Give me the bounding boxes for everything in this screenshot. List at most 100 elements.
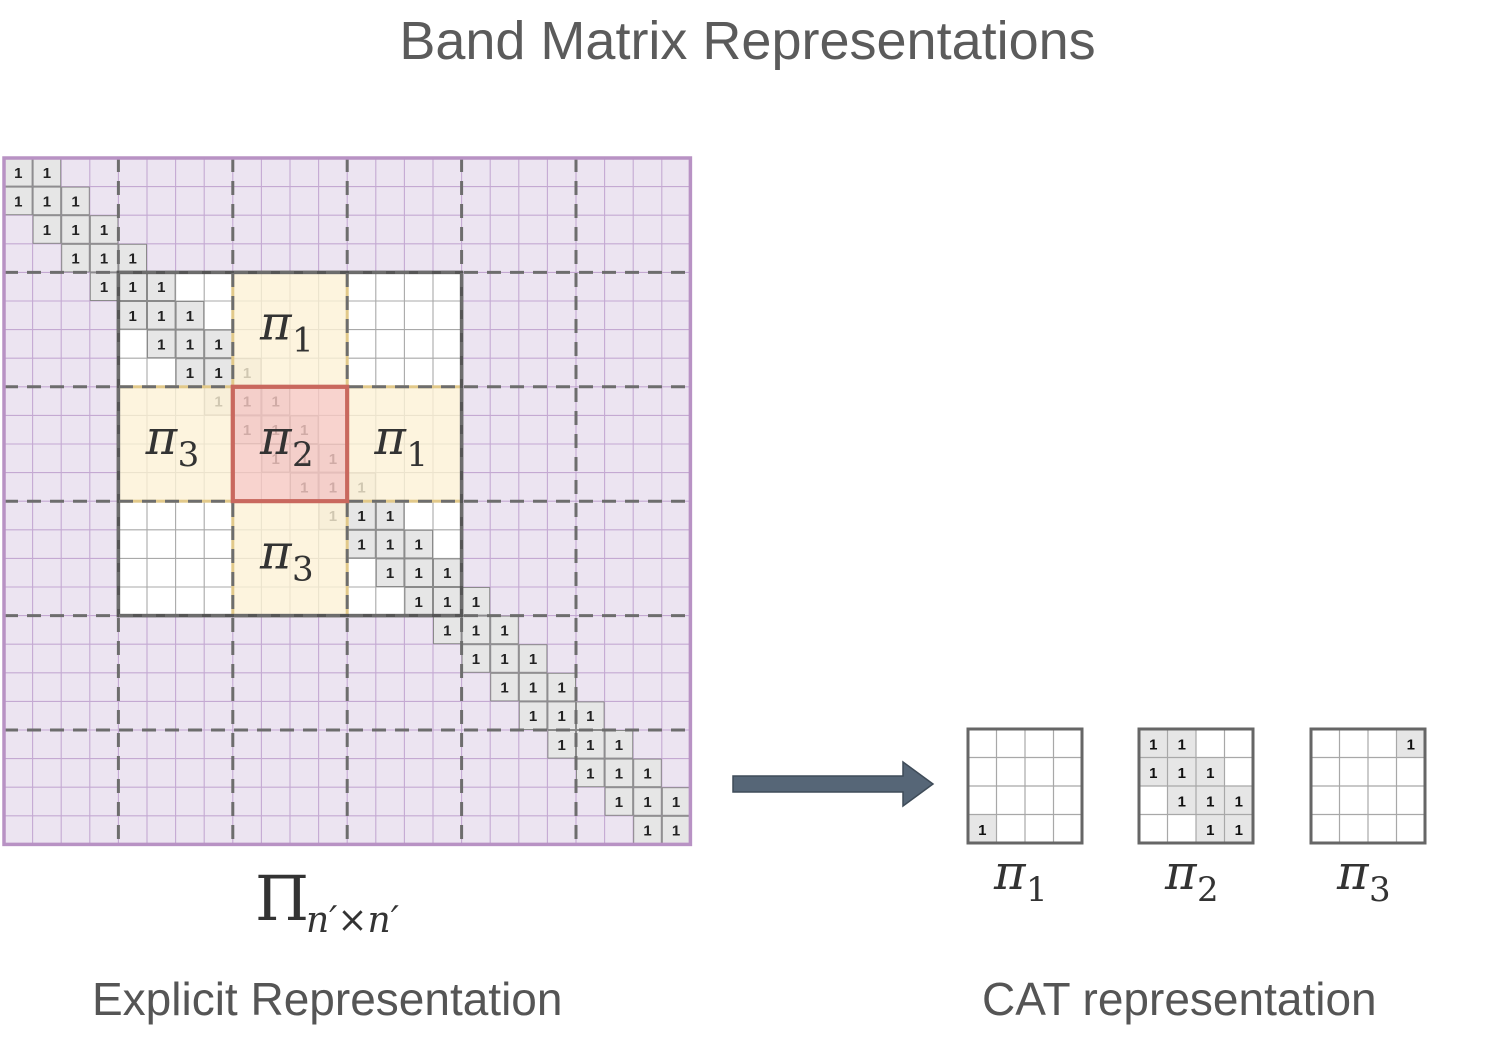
band-cell: 1: [175, 358, 205, 387]
cat-label-subscript: 3: [1369, 870, 1391, 910]
block-label-symbol: π: [259, 410, 293, 466]
band-cell: 1: [604, 730, 634, 759]
band-cell: 1: [576, 701, 605, 731]
band-cell: 1: [490, 672, 519, 702]
band-value: 1: [586, 708, 594, 725]
cat-value: 1: [1235, 822, 1243, 839]
center-block-border: [230, 384, 350, 504]
band-value: 1: [472, 651, 480, 668]
cat-caption: CAT representation: [982, 973, 1377, 1025]
block-label-symbol: π: [373, 410, 407, 466]
band-value: 1: [500, 622, 508, 639]
band-cell: 1: [433, 558, 462, 588]
band-cell: 1: [204, 358, 233, 387]
band-cell: 1: [633, 787, 662, 816]
band-cell: 1: [490, 615, 519, 645]
band-cell: 1: [118, 301, 148, 330]
band-value: 1: [214, 365, 222, 382]
band-value: 1: [214, 336, 222, 353]
band-value: 1: [100, 279, 108, 296]
band-cell: 1: [518, 672, 548, 702]
cat-value: 1: [1206, 822, 1214, 839]
band-cell: 1: [61, 215, 90, 244]
band-value: 1: [643, 794, 651, 811]
highlight-blocks: [116, 270, 464, 618]
explicit-caption: Explicit Representation: [92, 973, 563, 1025]
cat-cell: 1: [1195, 757, 1225, 787]
band-cell: 1: [433, 615, 462, 645]
band-value: 1: [186, 308, 194, 325]
cat-cell: 1: [1195, 785, 1225, 815]
band-value: 1: [443, 594, 451, 611]
band-value: 1: [157, 308, 165, 325]
band-cell: 1: [32, 158, 62, 187]
cat-value: 1: [1206, 793, 1214, 810]
band-value: 1: [129, 251, 137, 268]
band-value: 1: [14, 165, 22, 182]
cat-cell: 1: [1138, 757, 1168, 787]
band-cell: 1: [175, 301, 205, 330]
neighbor-block: [116, 385, 235, 503]
band-cell: 1: [633, 815, 662, 845]
band-cell: 1: [633, 758, 662, 788]
band-value: 1: [386, 565, 394, 582]
cat-cell: 1: [1396, 728, 1426, 758]
band-value: 1: [529, 708, 537, 725]
band-cell: 1: [32, 215, 62, 244]
block-label-subscript: 2: [292, 435, 314, 475]
band-value: 1: [43, 222, 51, 239]
band-cell: 1: [547, 730, 577, 759]
cat-cell: 1: [1195, 814, 1225, 844]
cat-value: 1: [1178, 736, 1186, 753]
band-cell: 1: [347, 501, 376, 530]
cat-cell: 1: [1167, 785, 1197, 815]
band-value: 1: [586, 765, 594, 782]
band-value: 1: [386, 537, 394, 554]
band-cell: 1: [204, 329, 233, 359]
band-cell: 1: [89, 272, 119, 301]
band-cell: 1: [61, 243, 90, 273]
band-cell: 1: [404, 529, 433, 559]
cat-block-border: [1309, 727, 1427, 845]
band-value: 1: [415, 594, 423, 611]
band-value: 1: [357, 508, 365, 525]
band-cell: 1: [347, 529, 376, 559]
figure-title: Band Matrix Representations: [399, 11, 1096, 71]
band-value: 1: [71, 251, 79, 268]
band-cell: 1: [32, 186, 62, 216]
cat-cell: 1: [1138, 728, 1168, 758]
band-cell: 1: [661, 815, 691, 845]
block-label-subscript: 3: [292, 549, 314, 589]
band-value: 1: [643, 765, 651, 782]
band-cell: 1: [4, 158, 33, 187]
band-value: 1: [586, 737, 594, 754]
band-cell: 1: [118, 243, 148, 273]
band-value: 1: [43, 193, 51, 210]
block-label-symbol: π: [145, 410, 179, 466]
band-cell: 1: [461, 615, 491, 645]
band-cell: 1: [147, 301, 176, 330]
outer-border: [2, 156, 693, 847]
band-value: 1: [558, 708, 566, 725]
band-value: 1: [615, 765, 623, 782]
band-value: 1: [129, 279, 137, 296]
band-cell: 1: [61, 186, 90, 216]
band-cell: 1: [147, 329, 176, 359]
band-cell: 1: [547, 672, 577, 702]
cat-cell: 1: [1167, 757, 1197, 787]
band-value: 1: [100, 251, 108, 268]
band-value: 1: [14, 193, 22, 210]
band-cell: 1: [604, 758, 634, 788]
cat-block-border: [1137, 727, 1255, 845]
matrix-symbol: Π: [255, 862, 309, 935]
